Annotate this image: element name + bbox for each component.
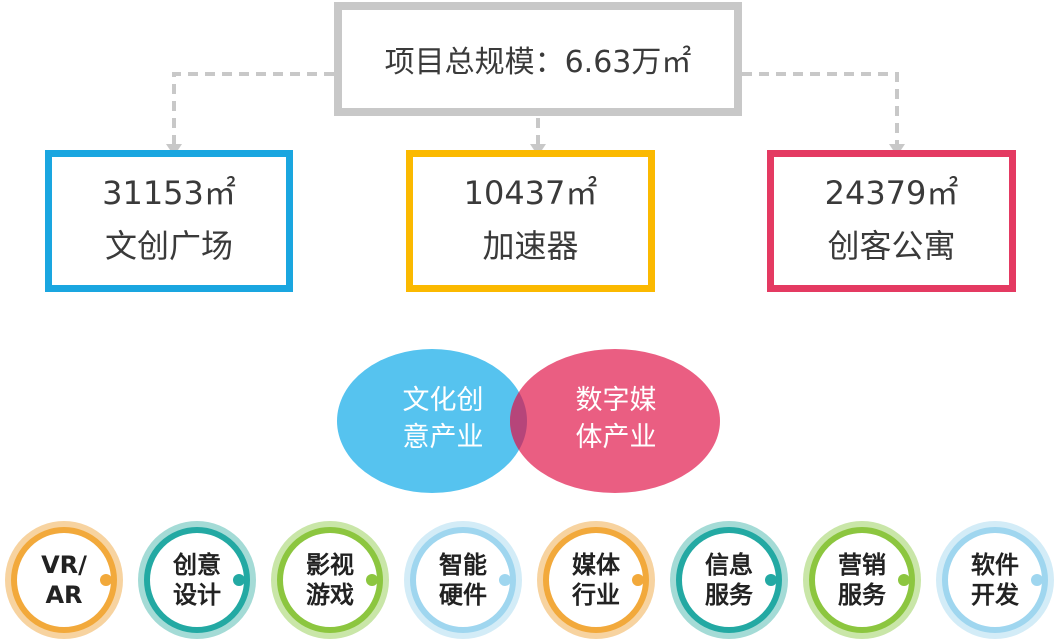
venn-label-line: 体产业: [575, 422, 657, 453]
industry-circle-ring: [138, 521, 256, 639]
circle-dot: [499, 574, 511, 586]
industry-circle: 创意设计: [136, 519, 258, 641]
venn-label-line: 意产业: [402, 422, 484, 453]
circle-ring: [11, 527, 117, 633]
industry-label-line: VR/: [41, 551, 87, 579]
industry-label-line: 设计: [173, 581, 221, 609]
industry-circle-ring: [936, 521, 1054, 639]
area-label: 创客公寓: [827, 227, 956, 265]
industry-circle-ring: [404, 521, 522, 639]
circle-ring: [277, 527, 383, 633]
area-value: 31153㎡: [102, 174, 236, 212]
industry-circle-ring: [271, 521, 389, 639]
industry-circle-ring: [803, 521, 921, 639]
industry-label: 软件开发: [934, 519, 1056, 641]
industry-circle: 媒体行业: [535, 519, 657, 641]
industry-label-line: 游戏: [306, 581, 354, 609]
venn-label-line: 数字媒: [575, 385, 657, 416]
industry-label-line: 信息: [705, 551, 753, 579]
circle-dot: [233, 574, 245, 586]
industry-circle: 营销服务: [801, 519, 923, 641]
circle-ring: [942, 527, 1048, 633]
venn-ellipse-cultural: [337, 349, 527, 493]
industry-label: 影视游戏: [269, 519, 391, 641]
industry-label-line: 服务: [705, 581, 753, 609]
project-total-label: 项目总规模：6.63万㎡: [384, 45, 692, 80]
industry-circle-ring: [537, 521, 655, 639]
circle-ring: [144, 527, 250, 633]
industry-circle: 软件开发: [934, 519, 1056, 641]
industry-label-line: 营销: [838, 551, 886, 579]
industry-label: 营销服务: [801, 519, 923, 641]
venn-shapes: [337, 349, 720, 493]
industry-label-line: 硬件: [439, 581, 487, 609]
circle-dot: [898, 574, 910, 586]
area-box-cultural-plaza: 31153㎡ 文创广场: [45, 150, 293, 292]
venn-label-line: 文化创: [402, 385, 484, 416]
connector-right: [742, 72, 899, 146]
area-box-maker-apartment: 24379㎡ 创客公寓: [767, 150, 1016, 292]
circle-dot: [366, 574, 378, 586]
project-total-box: 项目总规模：6.63万㎡: [334, 2, 742, 116]
industry-label-line: 软件: [971, 551, 1019, 579]
industry-label: 智能硬件: [402, 519, 524, 641]
industry-label-line: 行业: [572, 581, 620, 609]
venn-ellipse-digital: [510, 349, 720, 493]
industry-label: 媒体行业: [535, 519, 657, 641]
area-label: 文创广场: [104, 227, 233, 265]
connector-left: [172, 72, 334, 146]
industry-venn: 文化创 意产业 数字媒 体产业: [330, 340, 730, 500]
industry-label-line: 影视: [306, 551, 354, 579]
circle-ring: [676, 527, 782, 633]
circle-dot: [1031, 574, 1043, 586]
industry-label-line: 开发: [971, 581, 1019, 609]
industry-label-line: 媒体: [572, 551, 620, 579]
industry-circle-ring: [5, 521, 123, 639]
circle-ring: [809, 527, 915, 633]
circle-dot: [100, 574, 112, 586]
circle-dot: [632, 574, 644, 586]
industry-circle: VR/AR: [3, 519, 125, 641]
industry-circle: 信息服务: [668, 519, 790, 641]
industry-label-line: 服务: [838, 581, 886, 609]
area-label: 加速器: [482, 227, 579, 265]
venn-label-digital-media: 数字媒 体产业: [556, 382, 676, 456]
industry-circle-ring: [670, 521, 788, 639]
industry-label: 创意设计: [136, 519, 258, 641]
industry-label: 信息服务: [668, 519, 790, 641]
circle-ring: [410, 527, 516, 633]
industry-label-line: 创意: [173, 551, 221, 579]
venn-label-cultural: 文化创 意产业: [383, 382, 503, 456]
circle-ring: [543, 527, 649, 633]
area-value: 24379㎡: [824, 174, 959, 212]
industry-label-line: AR: [45, 581, 83, 609]
area-value: 10437㎡: [463, 174, 598, 212]
industry-circle: 影视游戏: [269, 519, 391, 641]
industry-label: VR/AR: [3, 519, 125, 641]
industry-label-line: 智能: [439, 551, 487, 579]
area-box-accelerator: 10437㎡ 加速器: [406, 150, 655, 292]
industry-circle: 智能硬件: [402, 519, 524, 641]
circle-dot: [765, 574, 777, 586]
